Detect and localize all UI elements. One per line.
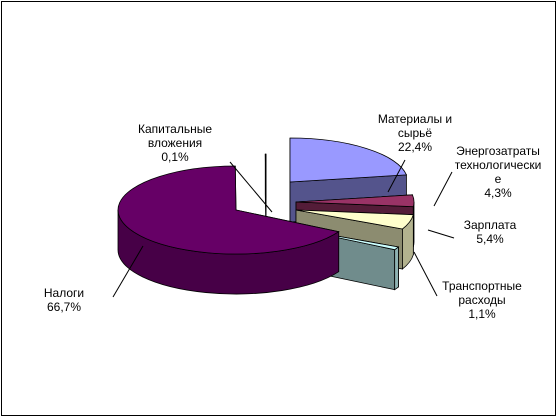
- slice-name-line-4-0: Транспортные: [442, 279, 522, 293]
- slice-name-line-2-2: е: [495, 172, 502, 186]
- slice-percent-4: 1,1%: [468, 307, 496, 321]
- slice-name-line-6-1: вложения: [148, 136, 202, 150]
- pie-slice-top-3: [295, 209, 414, 230]
- slice-percent-5: 66,7%: [47, 300, 81, 314]
- slice-name-line-6-0: Капитальные: [138, 122, 212, 136]
- slice-name-line-2-0: Энергозатраты: [456, 144, 540, 158]
- slice-name-line-1-1: сырьё: [398, 126, 433, 140]
- pie-slice-top-1: [289, 137, 408, 183]
- pie-slices: [117, 137, 415, 295]
- slice-percent-1: 22,4%: [398, 140, 432, 154]
- slice-percent-2: 4,3%: [484, 186, 512, 200]
- slice-percent-6: 0,1%: [161, 150, 189, 164]
- leader-line-5: [112, 245, 144, 298]
- slice-name-line-3-0: Зарплата: [464, 218, 517, 232]
- slice-percent-3: 5,4%: [476, 232, 504, 246]
- pie-slice-top-6: [264, 153, 267, 199]
- pie-slice-5: [117, 165, 340, 295]
- slice-name-line-5-0: Налоги: [44, 286, 84, 300]
- pie-slice-top-2: [295, 194, 415, 208]
- slice-name-line-1-0: Материалы и: [378, 112, 452, 126]
- leader-lines: [112, 159, 455, 298]
- pie-slice-side-4-0: [394, 246, 399, 291]
- leader-line-4: [413, 251, 438, 297]
- leader-line-3: [427, 229, 455, 239]
- pie-slice-top-5: [117, 165, 340, 255]
- leader-line-6: [229, 161, 273, 213]
- leader-line-1: [387, 159, 406, 193]
- slice-name-line-2-1: технологически: [455, 158, 542, 172]
- leader-line-2: [433, 171, 453, 207]
- slice-name-line-4-1: расходы: [458, 293, 505, 307]
